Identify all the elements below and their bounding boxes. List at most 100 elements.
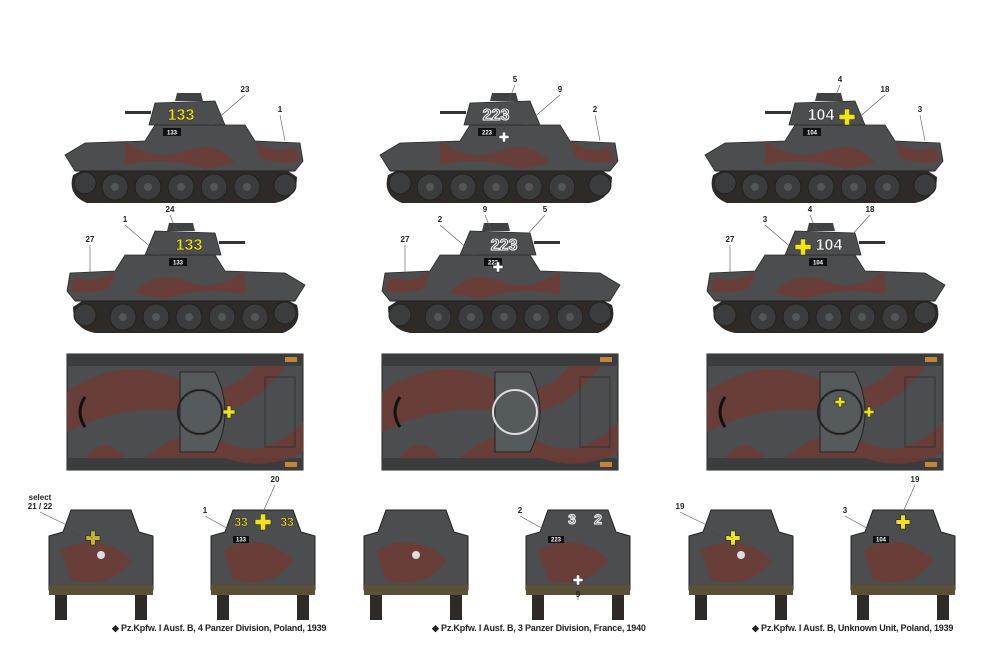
plate-number: 104 — [813, 261, 824, 267]
engine-deck — [264, 376, 296, 448]
wheel-hub — [825, 313, 833, 321]
leader-line — [902, 484, 916, 513]
tactical-number: 223 — [483, 107, 510, 124]
leader-line — [209, 94, 246, 126]
cupola — [482, 223, 510, 231]
cupola — [807, 223, 835, 231]
mud-weathering — [49, 585, 153, 595]
gun-barrel — [859, 241, 885, 244]
callout-label: 27 — [401, 235, 410, 244]
idler-wheel — [588, 173, 612, 197]
tail-light — [600, 357, 612, 362]
tail-light — [925, 357, 937, 362]
callout-label: 27 — [86, 235, 95, 244]
cupola — [490, 93, 518, 101]
balkenkreuz-marking — [498, 131, 510, 143]
number-plate — [169, 258, 187, 266]
leader-line — [594, 114, 601, 142]
number-plate — [803, 128, 821, 136]
callout-label: 9 — [576, 590, 581, 599]
camo-patch — [376, 542, 446, 583]
wheel-hub — [210, 183, 218, 191]
wheel-hub — [558, 183, 566, 191]
idler-wheel — [73, 303, 97, 327]
cupola — [175, 93, 203, 101]
balkenkreuz-marking — [794, 238, 812, 256]
tactical-number: 33 — [234, 515, 248, 529]
caption-scheme-2: ◆ Pz.Kpfw. I Ausf. B, 3 Panzer Division,… — [432, 623, 646, 633]
tank-front-view — [363, 509, 469, 620]
mud-weathering — [211, 585, 315, 595]
callout-label: 1 — [203, 506, 208, 515]
leader-line — [484, 214, 496, 241]
tow-hook — [412, 551, 420, 559]
camo-patch — [67, 366, 285, 432]
idler-wheel — [913, 173, 937, 197]
leader-line — [679, 511, 734, 539]
balkenkreuz-marking — [863, 406, 875, 418]
cupola — [815, 93, 843, 101]
callout-label: 3 — [763, 215, 768, 224]
wheel-hub — [492, 183, 500, 191]
mud-weathering — [851, 585, 955, 595]
tank-rear-view: 104 — [850, 509, 956, 620]
tank-front-view — [688, 509, 794, 620]
callout-label: 5 — [543, 205, 548, 214]
balkenkreuz-marking — [838, 108, 856, 126]
camo-patch — [145, 422, 303, 464]
tow-hook — [97, 551, 105, 559]
tank-front-view — [48, 509, 154, 620]
turret-top — [179, 371, 226, 453]
wheel-hub — [566, 313, 574, 321]
tank-top-view — [706, 353, 944, 471]
turret-top — [494, 371, 541, 453]
number-plate — [478, 128, 496, 136]
plate-number: 133 — [173, 261, 184, 267]
track-top — [382, 354, 618, 366]
tank-top-view — [381, 353, 619, 471]
tank-side-view — [706, 223, 946, 333]
wheel-hub — [177, 183, 185, 191]
leader-line — [849, 94, 886, 126]
camo-patch — [765, 141, 875, 169]
leader-line — [524, 214, 546, 238]
callout-label: 4 — [838, 75, 843, 84]
drive-sprocket — [388, 171, 412, 195]
callout-label: 4 — [808, 205, 813, 214]
drive-sprocket — [73, 171, 97, 195]
wheel-hub — [784, 183, 792, 191]
leader-line — [829, 84, 841, 111]
number-plate — [873, 536, 889, 543]
wheel-hub — [525, 183, 533, 191]
camo-patch — [385, 271, 430, 293]
leader-line — [124, 224, 161, 256]
balkenkreuz-marking — [222, 405, 236, 419]
camo-patch — [538, 542, 608, 583]
wheel-hub — [251, 313, 259, 321]
gun-barrel — [534, 241, 560, 244]
tactical-number: 104 — [808, 107, 835, 124]
gun-barrel — [219, 241, 245, 244]
camo-patch — [701, 542, 771, 583]
leader-line — [279, 114, 286, 142]
camo-patch — [707, 366, 925, 432]
tail-light — [600, 462, 612, 467]
leader-line — [519, 515, 557, 537]
plate-number: 223 — [482, 131, 493, 137]
camo-patch — [460, 422, 618, 464]
leader-line — [204, 515, 242, 537]
number-plate — [548, 536, 564, 543]
engine-deck — [579, 376, 611, 448]
callout-label: 19 — [676, 502, 685, 511]
view-callouts: 29 — [518, 506, 581, 600]
wheel-hub — [459, 183, 467, 191]
tail-light — [285, 462, 297, 467]
tank-side-view — [66, 223, 306, 333]
turret — [144, 230, 222, 256]
wheel-hub — [759, 313, 767, 321]
wheel-hub — [111, 183, 119, 191]
